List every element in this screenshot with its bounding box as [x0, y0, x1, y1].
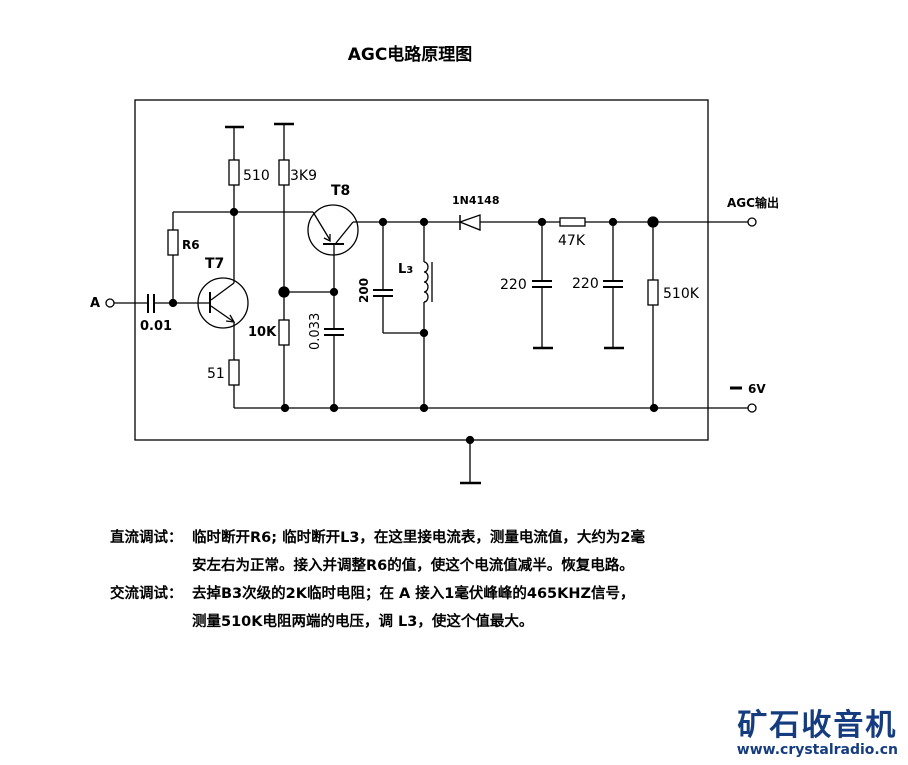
debug-notes: 直流调试：临时断开R6; 临时断开L3，在这里接电流表，测量电流值，大约为2毫 … — [110, 524, 645, 636]
label-agc-output: AGC输出 — [727, 195, 779, 210]
transistor-t8 — [307, 204, 359, 256]
label-6v: 6V — [748, 382, 766, 396]
resistor-510k — [647, 279, 659, 306]
rail-symbol-510 — [225, 125, 244, 162]
diagram-title: AGC电路原理图 — [347, 45, 473, 65]
inductor-l3 — [423, 261, 429, 303]
resistor-r6 — [167, 229, 179, 256]
label-51: 51 — [207, 366, 225, 382]
label-t8: T8 — [331, 183, 350, 199]
diode-1n4148 — [458, 214, 481, 231]
logo-name: 矿石收音机 — [737, 708, 898, 743]
label-t7: T7 — [205, 256, 224, 272]
agc-schematic: 510 3K9 T8 R6 T7 A 0.01 10K 51 0.033 200… — [90, 99, 779, 485]
ac-note-line1: 交流调试：去掉B3次级的2K临时电阻；在 A 接入1毫伏峰峰的465KHZ信号， — [110, 580, 645, 608]
label-200: 200 — [357, 278, 371, 303]
label-510: 510 — [243, 168, 270, 184]
label-220-b: 220 — [572, 276, 599, 292]
rail-symbol-3k9 — [274, 122, 294, 162]
label-510k: 510K — [663, 286, 700, 302]
label-10k: 10K — [248, 325, 277, 340]
capacitor-0-033 — [324, 328, 344, 336]
resistor-10k — [278, 319, 290, 346]
label-220-a: 220 — [500, 277, 527, 293]
capacitor-200 — [373, 289, 393, 297]
resistor-47k — [559, 217, 586, 227]
label-47k: 47K — [558, 233, 586, 249]
resistor-51 — [228, 359, 240, 386]
capacitor-220-b — [603, 280, 623, 288]
ac-note-heading: 交流调试： — [110, 586, 183, 602]
dc-note-heading: 直流调试： — [110, 530, 183, 546]
label-1n4148: 1N4148 — [452, 194, 499, 207]
site-logo: 矿石收音机 www.crystalradio.cn — [737, 700, 898, 758]
ground-symbol-box — [460, 435, 481, 485]
resistor-3k9 — [278, 159, 290, 186]
label-r6: R6 — [182, 238, 200, 252]
logo-url: www.crystalradio.cn — [736, 742, 898, 758]
label-0-01: 0.01 — [140, 319, 172, 334]
label-l3: L3 — [398, 262, 413, 277]
dc-note-line2: 安左右为正常。接入并调整R6的值，使这个电流值减半。恢复电路。 — [192, 558, 634, 574]
capacitor-0-01 — [147, 294, 155, 313]
label-0-033: 0.033 — [308, 313, 323, 350]
shield-box — [134, 99, 709, 441]
input-terminal-a — [105, 298, 115, 308]
label-3k9: 3K9 — [290, 168, 317, 184]
label-input-a: A — [90, 296, 100, 311]
capacitor-220-a — [532, 280, 552, 288]
ac-note-line2: 测量510K电阻两端的电压，调 L3，使这个值最大。 — [192, 614, 534, 630]
supply-terminal — [747, 403, 757, 413]
agc-output-terminal — [747, 217, 757, 227]
resistor-510 — [228, 159, 240, 186]
dc-note-line1: 直流调试：临时断开R6; 临时断开L3，在这里接电流表，测量电流值，大约为2毫 — [110, 524, 645, 552]
